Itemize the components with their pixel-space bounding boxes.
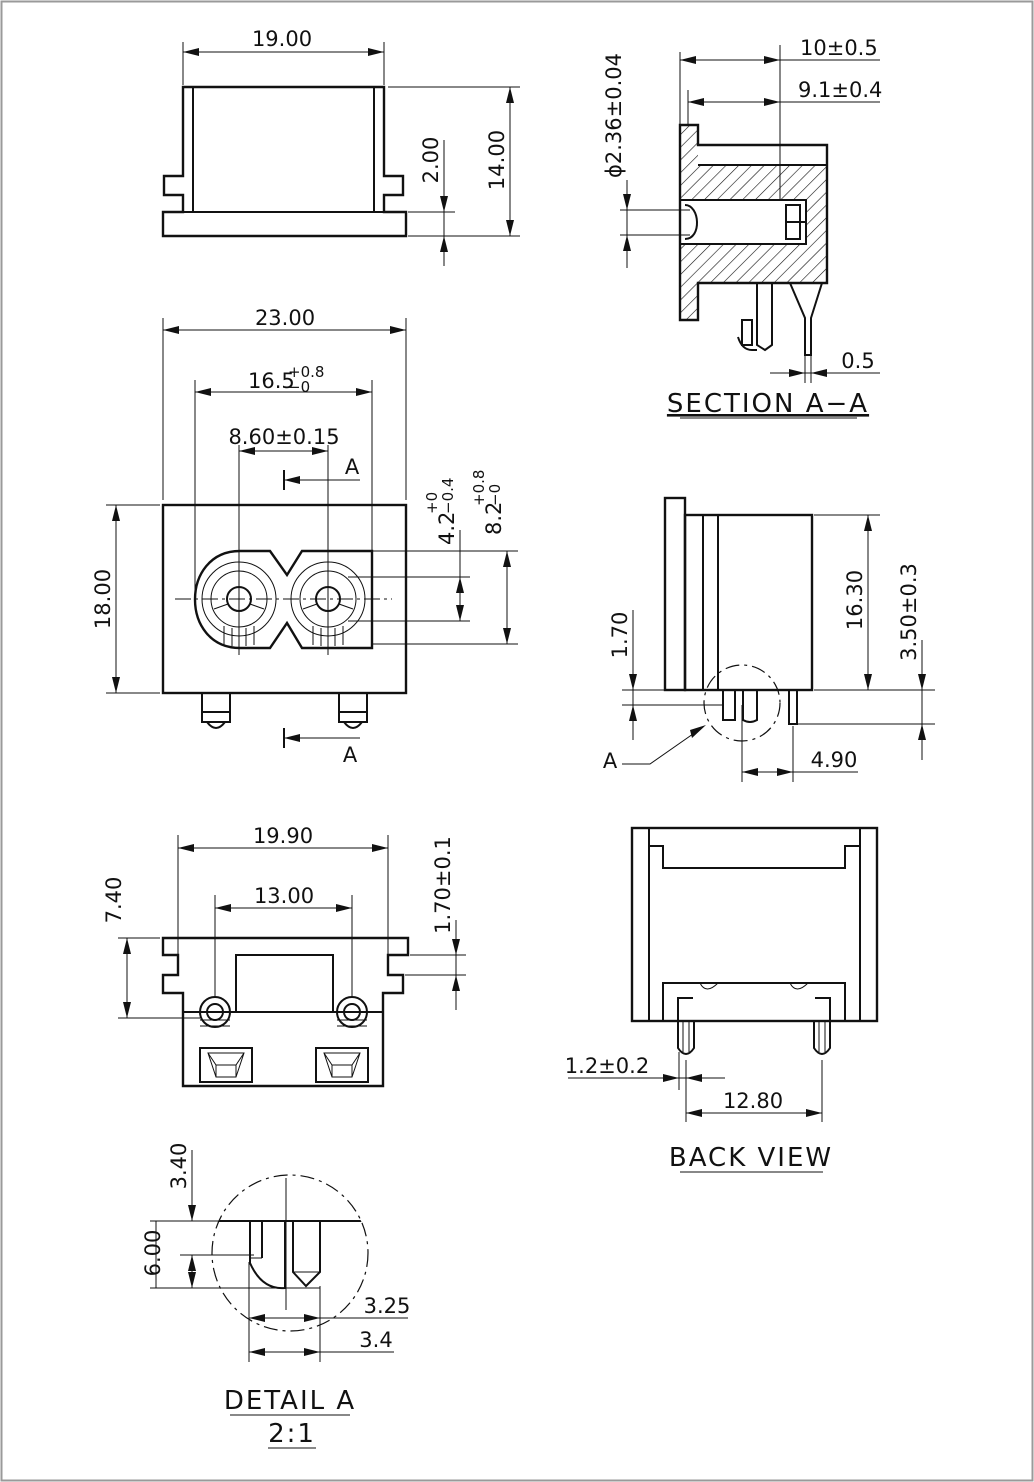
terminal-right xyxy=(338,693,368,729)
detail-dim-d-label: 3.4 xyxy=(359,1328,392,1352)
detail-dim-c-label: 3.25 xyxy=(364,1294,411,1318)
detail-view: 3.40 6.00 3.25 3.4 DETAIL A 2:1 xyxy=(141,1143,410,1449)
front-view-body xyxy=(161,503,408,695)
bottom-pin-pitch-label: 13.00 xyxy=(254,884,314,908)
side-height-label: 16.30 xyxy=(843,570,867,630)
section-title: SECTION A−A xyxy=(667,389,869,419)
detail-scale: 2:1 xyxy=(268,1419,316,1449)
section-view: 10±0.5 9.1±0.4 ϕ2.36±0.04 0.5 SECTION A−… xyxy=(602,36,882,419)
pitch-outer-tol-plus: +0.8 xyxy=(288,363,324,381)
pitch-outer-label: 16.5 xyxy=(248,369,295,393)
bottom-view-body xyxy=(161,936,410,1088)
socket-outline xyxy=(194,549,374,650)
pitch-outer-tol-minus: −0 xyxy=(288,378,310,396)
bottom-view: 19.90 13.00 7.40 1.70±0.1 xyxy=(102,824,466,1088)
top-height-label: 14.00 xyxy=(485,130,509,190)
dim-v2-tol-minus: −0 xyxy=(486,484,504,506)
top-width-label: 19.00 xyxy=(252,27,312,51)
side-pin-offset-label: 3.50±0.3 xyxy=(897,563,921,661)
side-view: 16.30 3.50±0.3 1.70 4.90 A xyxy=(603,496,935,782)
dim-v1-tol-minus: −0.4 xyxy=(439,478,457,514)
top-view: 19.00 14.00 2.00 xyxy=(161,27,520,266)
side-body xyxy=(683,513,814,692)
top-view-body xyxy=(161,85,408,238)
detail-dim-b-label: 6.00 xyxy=(141,1230,165,1277)
detail-boundary xyxy=(211,1174,369,1332)
dim-v2-tol-plus: +0.8 xyxy=(470,470,488,506)
terminal-left xyxy=(201,693,231,729)
back-pin-pitch-label: 12.80 xyxy=(723,1089,783,1113)
bottom-height-label: 7.40 xyxy=(102,877,126,924)
front-width-label: 23.00 xyxy=(255,306,315,330)
pin-spacing-label: 8.60±0.15 xyxy=(228,425,339,449)
section-pin-label: 0.5 xyxy=(841,349,874,373)
front-view: 23.00 16.5 +0.8 −0 8.60±0.15 A A 18.00 xyxy=(91,306,518,767)
detail-dim-a-label: 3.40 xyxy=(167,1143,191,1190)
section-depth-inner-label: 9.1±0.4 xyxy=(798,78,882,102)
section-depth-label: 10±0.5 xyxy=(800,36,878,60)
bottom-width-label: 19.90 xyxy=(253,824,313,848)
side-pin-pos-label: 4.90 xyxy=(811,748,858,772)
detail-marker: A xyxy=(603,749,618,773)
back-view-title: BACK VIEW xyxy=(669,1143,833,1173)
dim-v2-label: 8.2 xyxy=(482,502,506,535)
section-marker-top: A xyxy=(345,455,360,479)
section-marker-bottom: A xyxy=(343,743,358,767)
back-view-body xyxy=(630,826,879,1023)
dim-v1-tol-plus: +0 xyxy=(423,492,441,514)
side-flange xyxy=(663,496,687,692)
detail-title: DETAIL A xyxy=(224,1386,356,1416)
side-flange-label: 1.70 xyxy=(608,612,632,659)
section-hole-label: ϕ2.36±0.04 xyxy=(602,53,626,178)
back-pin-width-label: 1.2±0.2 xyxy=(565,1054,649,1078)
front-height-label: 18.00 xyxy=(91,569,115,629)
dim-v1-label: 4.2 xyxy=(435,512,459,545)
back-view: 1.2±0.2 12.80 BACK VIEW xyxy=(565,826,879,1173)
bottom-flange-label: 1.70±0.1 xyxy=(431,836,455,934)
top-flange-label: 2.00 xyxy=(419,137,443,184)
